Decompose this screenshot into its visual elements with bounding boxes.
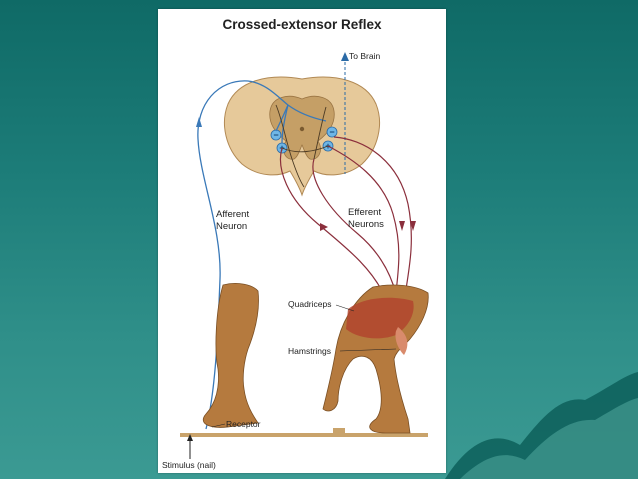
afferent-label-line2: Neuron <box>216 221 247 232</box>
receptor-leader <box>211 423 226 428</box>
floor-block <box>333 428 345 433</box>
stimulus-arrowhead <box>187 434 193 441</box>
knee-highlight <box>395 327 408 355</box>
to-brain-label: To Brain <box>349 51 380 61</box>
efferent-label-line1: Efferent <box>348 207 381 218</box>
afferent-label-line1: Afferent <box>216 209 249 220</box>
stimulus-label: Stimulus (nail) <box>162 460 216 470</box>
quadriceps-label: Quadriceps <box>288 299 331 309</box>
afferent-arrow <box>196 117 202 127</box>
efferent-label-line2: Neurons <box>348 219 384 230</box>
efferent-arrow-2 <box>399 221 405 231</box>
svg-text:−: − <box>329 127 334 137</box>
efferent-arrow-1 <box>320 223 328 231</box>
receptor-label: Receptor <box>226 419 261 429</box>
synapse-inhibit-right: − <box>326 126 338 138</box>
diagram-title: Crossed-extensor Reflex <box>222 17 382 32</box>
reflex-diagram: Crossed-extensor Reflex To Brain − + − <box>162 17 429 470</box>
wave-decoration <box>445 372 638 479</box>
quadriceps-leader <box>335 304 355 312</box>
svg-text:−: − <box>273 130 278 140</box>
hamstrings-leader <box>339 348 397 352</box>
floor <box>180 433 428 437</box>
wave-highlight <box>460 398 638 479</box>
efferent-arrow-3 <box>410 221 416 231</box>
left-leg <box>202 283 259 428</box>
spinal-cord-section <box>224 52 380 197</box>
quadriceps-muscle <box>346 297 414 339</box>
figure-panel: Crossed-extensor Reflex To Brain − + − <box>158 9 446 473</box>
efferent-neuron-paths <box>279 136 412 315</box>
right-leg <box>322 284 429 434</box>
synapse-inhibit-left: − <box>270 129 282 141</box>
hamstrings-label: Hamstrings <box>288 346 331 356</box>
interneurons <box>275 104 329 188</box>
